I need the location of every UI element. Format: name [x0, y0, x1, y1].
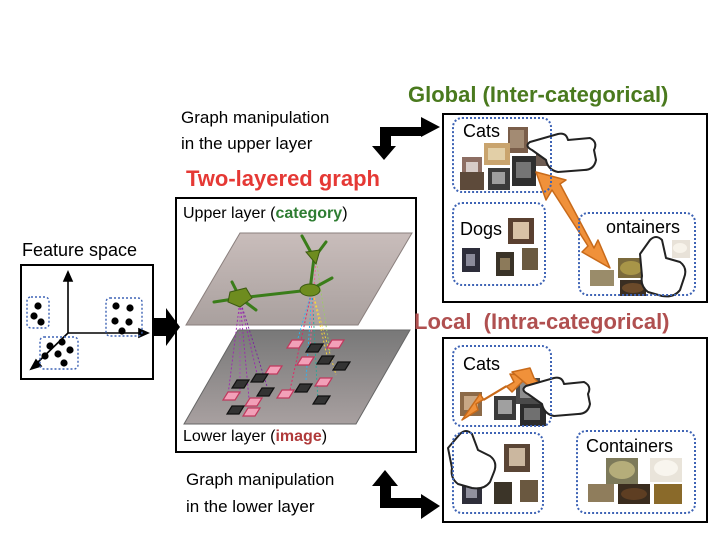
- local-cats-group: [452, 345, 552, 427]
- feature-clusters: [26, 296, 143, 370]
- two-layered-graph-title: Two-layered graph: [186, 166, 380, 191]
- arrow-feature-to-graph-icon: [154, 308, 180, 346]
- global-cats-group: [452, 117, 552, 193]
- local-dogs-group: [452, 432, 544, 514]
- manip-upper-line1: Graph manipulation: [181, 108, 330, 127]
- lower-layer-image: image: [275, 428, 322, 445]
- local-container-photos: [588, 458, 682, 504]
- upper-layer-label: Upper layer (category): [183, 205, 348, 223]
- local-title: Local (Intra-categorical): [414, 309, 670, 334]
- global-dogs-label: Dogs: [460, 219, 503, 239]
- lower-layer-label: Lower layer (image): [183, 428, 327, 446]
- local-containers-label: Containers: [586, 436, 674, 456]
- manip-lower-line1: Graph manipulation: [186, 470, 335, 489]
- arrow-upper-manipulation-icon: [372, 117, 440, 160]
- manip-lower-line2: in the lower layer: [186, 497, 315, 516]
- global-cats-label: Cats: [463, 121, 501, 141]
- manip-upper-line2: in the upper layer: [181, 134, 313, 153]
- lower-plane: [183, 329, 411, 425]
- feature-points: [30, 302, 134, 367]
- upper-layer-category: category: [275, 205, 343, 222]
- upper-layer-category-graph: [212, 234, 334, 312]
- orange-double-arrow-global-icon: [535, 171, 611, 269]
- upper-layer-prefix: Upper layer (: [183, 205, 276, 222]
- local-cat-photos: [460, 378, 546, 426]
- global-dogs-group: [452, 202, 546, 286]
- local-panel: [442, 337, 708, 523]
- global-cat-photos: [460, 127, 556, 190]
- pointing-hand-icon: [447, 132, 687, 490]
- global-dog-photos: [462, 218, 538, 276]
- local-cats-label: Cats: [463, 354, 501, 374]
- two-layered-graph-box: [175, 197, 417, 453]
- lower-layer-prefix: Lower layer (: [183, 428, 276, 445]
- global-panel: [442, 113, 708, 303]
- lower-layer-suffix: ): [321, 428, 328, 445]
- arrow-lower-manipulation-icon: [372, 470, 440, 519]
- lower-layer-image-nodes: [221, 339, 352, 417]
- local-containers-group: [576, 430, 696, 514]
- upper-layer-suffix: ): [342, 205, 348, 222]
- feature-space-label: Feature space: [22, 240, 138, 260]
- global-container-photos: [590, 240, 690, 296]
- global-containers-group: [578, 212, 696, 296]
- global-title: Global (Inter-categorical): [408, 82, 669, 107]
- feature-space-box: [20, 264, 154, 380]
- global-containers-label: ontainers: [606, 217, 681, 237]
